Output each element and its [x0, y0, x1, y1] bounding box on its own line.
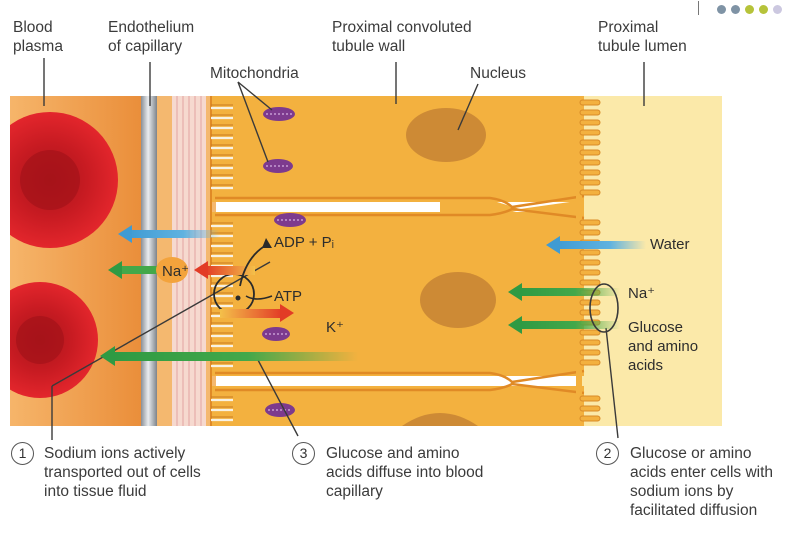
adp-label: ADP + Pᵢ	[274, 234, 335, 251]
tubule-lumen-label: Proximal tubule lumen	[598, 19, 687, 55]
water-arrow-plasma	[118, 225, 220, 243]
decor-dot	[759, 5, 768, 14]
lateral-membrane	[215, 207, 585, 220]
sodium-pump-arrow	[194, 261, 255, 279]
nucleus	[406, 108, 486, 162]
mitochondrion	[274, 213, 306, 227]
lumen-region	[582, 96, 722, 426]
corner-divider	[698, 1, 699, 15]
decor-dot	[745, 5, 754, 14]
red-blood-cell	[0, 282, 98, 398]
sodium-label-plasma: Na⁺	[162, 263, 190, 280]
sodium-label-lumen: Na⁺	[628, 285, 656, 302]
corner-dots	[705, 0, 805, 20]
mitochondria-label: Mitochondria	[210, 65, 299, 82]
decor-dot	[717, 5, 726, 14]
cotransport-protein	[589, 283, 619, 333]
mitochondrion	[263, 107, 295, 121]
atp-label: ATP	[274, 288, 303, 305]
glucose-diffusion-arrow	[100, 346, 358, 366]
blood-plasma-label: Blood plasma	[13, 19, 63, 55]
potassium-pump-arrow	[220, 304, 294, 322]
sodium-ion-blob	[156, 257, 188, 283]
lateral-membrane	[215, 194, 585, 209]
mitochondrion	[262, 327, 290, 341]
decor-dot	[773, 5, 782, 14]
water-label: Water	[650, 236, 690, 253]
lateral-membrane	[215, 382, 585, 395]
mitochondrion	[263, 159, 293, 173]
sodium-arrow-plasma	[108, 261, 160, 279]
caption-text: Sodium ions actively transported out of …	[44, 445, 201, 500]
endothelium-wall	[141, 96, 157, 426]
nucleus-label: Nucleus	[470, 65, 526, 82]
nucleus	[420, 272, 496, 328]
mitochondrion	[265, 403, 295, 417]
basal-infoldings	[211, 106, 233, 422]
lateral-membrane	[215, 369, 585, 384]
endothelium-label: Endothelium of capillary	[108, 19, 195, 55]
caption-text: Glucose or amino acids enter cells with …	[630, 445, 774, 519]
sodium-arrow-lumen	[508, 283, 620, 301]
decor-dot	[731, 5, 740, 14]
tubule-wall-label: Proximal convoluted tubule wall	[332, 19, 472, 55]
glucose-amino-label: Glucose and amino acids	[628, 319, 699, 374]
caption-number: 3	[292, 442, 315, 465]
leader-lines	[43, 58, 645, 440]
tubule-cell-lower	[210, 386, 584, 426]
red-blood-cell	[0, 112, 118, 248]
glucose-arrow-lumen	[508, 316, 620, 334]
caption-text: Glucose and amino acids diffuse into blo…	[326, 445, 484, 500]
caption-number: 2	[596, 442, 619, 465]
water-arrow-lumen	[546, 236, 646, 254]
caption-number: 1	[11, 442, 34, 465]
potassium-label: K⁺	[326, 319, 344, 336]
nucleus	[402, 413, 478, 426]
